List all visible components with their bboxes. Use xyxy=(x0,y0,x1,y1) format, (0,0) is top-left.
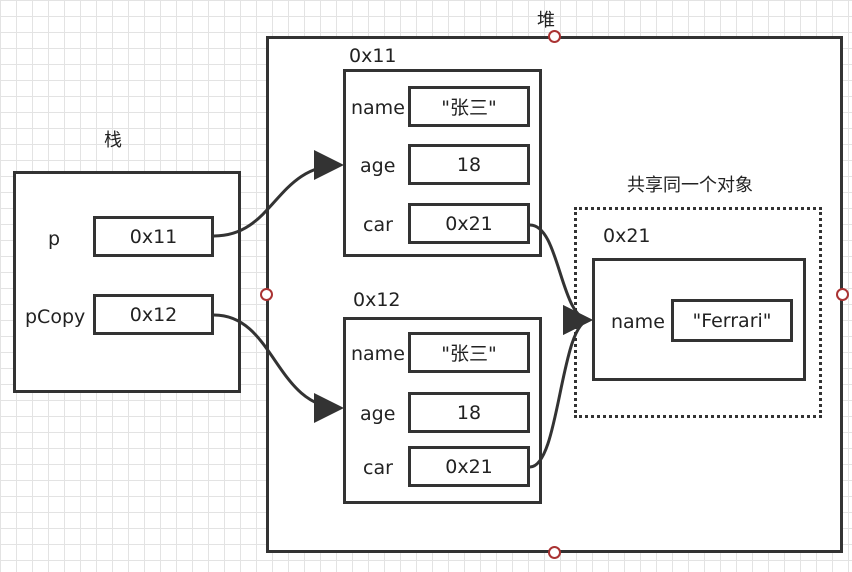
field-label-name: name xyxy=(611,311,665,333)
resize-handle-right[interactable] xyxy=(836,288,849,301)
resize-handle-bottom[interactable] xyxy=(548,546,561,559)
stack-var-p-value[interactable]: 0x11 xyxy=(93,216,214,257)
field-value-car[interactable]: 0x21 xyxy=(408,446,530,487)
shared-object-caption: 共享同一个对象 xyxy=(627,175,753,196)
field-value-name[interactable]: "张三" xyxy=(408,332,530,373)
object-address-0x12: 0x12 xyxy=(353,289,401,311)
field-label-age: age xyxy=(360,155,396,177)
stack-var-p-label: p xyxy=(48,228,61,250)
field-value-name[interactable]: "Ferrari" xyxy=(671,299,793,342)
field-label-age: age xyxy=(360,403,396,425)
stack-container[interactable] xyxy=(13,171,241,393)
resize-handle-left[interactable] xyxy=(260,288,273,301)
field-label-car: car xyxy=(363,214,393,236)
stack-title: 栈 xyxy=(104,130,122,151)
object-address-0x21: 0x21 xyxy=(603,225,651,247)
object-address-0x11: 0x11 xyxy=(349,45,397,67)
field-value-age[interactable]: 18 xyxy=(408,392,530,433)
field-value-car[interactable]: 0x21 xyxy=(408,203,530,244)
stack-var-pcopy-value[interactable]: 0x12 xyxy=(93,294,214,335)
field-label-name: name xyxy=(351,97,405,119)
field-value-name[interactable]: "张三" xyxy=(408,86,530,127)
stack-var-pcopy-label: pCopy xyxy=(25,306,86,328)
field-value-age[interactable]: 18 xyxy=(408,144,530,185)
field-label-car: car xyxy=(363,457,393,479)
resize-handle-top[interactable] xyxy=(548,30,561,43)
heap-title: 堆 xyxy=(537,10,555,31)
field-label-name: name xyxy=(351,343,405,365)
